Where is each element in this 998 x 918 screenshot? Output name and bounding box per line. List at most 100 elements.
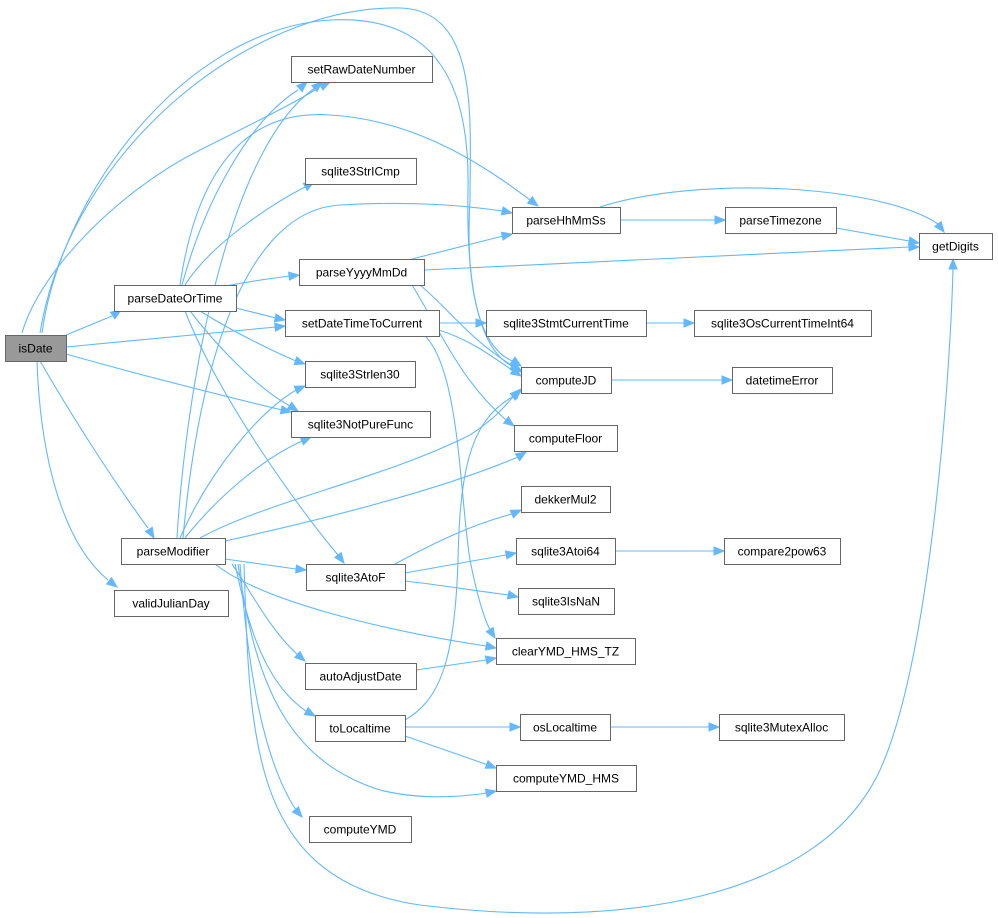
- edge-parseDateOrTime-to-setDateTimeToCurrent: [235, 307, 287, 323]
- node-sqlite3MutexAlloc[interactable]: sqlite3MutexAlloc: [719, 714, 845, 741]
- edge-computeJD-to-datetimeError: [611, 375, 734, 385]
- node-sqlite3StmtCurrentTime[interactable]: sqlite3StmtCurrentTime: [486, 310, 647, 337]
- node-isDate[interactable]: isDate: [5, 335, 67, 362]
- node-label: sqlite3StmtCurrentTime: [503, 317, 629, 331]
- node-label: clearYMD_HMS_TZ: [512, 645, 619, 659]
- edge-setDateTimeToCurrent-to-clearYMD_HMS_TZ: [424, 335, 496, 640]
- node-label: sqlite3NotPureFunc: [308, 418, 413, 432]
- node-label: parseHhMmSs: [526, 214, 605, 228]
- node-label: dekkerMul2: [534, 493, 596, 507]
- edge-parseModifier-to-setRawDateNumber: [176, 81, 324, 539]
- node-label: sqlite3OsCurrentTimeInt64: [711, 317, 854, 331]
- edge-parseHhMmSs-to-parseTimezone: [620, 215, 727, 225]
- edge-parseModifier-to-getDigits: [243, 257, 958, 914]
- edge-parseHhMmSs-to-getDigits: [599, 187, 945, 234]
- edge-parseModifier-to-toLocaltime: [234, 563, 317, 717]
- edge-parseDateOrTime-to-sqlite3NotPureFunc: [189, 310, 300, 412]
- node-computeYMD[interactable]: computeYMD: [309, 816, 412, 843]
- node-compare2pow63[interactable]: compare2pow63: [724, 538, 841, 565]
- node-parseDateOrTime[interactable]: parseDateOrTime: [114, 285, 237, 312]
- edge-osLocaltime-to-sqlite3MutexAlloc: [610, 722, 721, 732]
- node-label: computeJD: [536, 374, 597, 388]
- node-sqlite3OsCurrentTimeInt64[interactable]: sqlite3OsCurrentTimeInt64: [694, 310, 872, 337]
- edge-parseTimezone-to-getDigits: [835, 227, 921, 246]
- edges-layer: [21, 7, 958, 914]
- node-computeFloor[interactable]: computeFloor: [514, 425, 618, 452]
- edge-sqlite3AtoF-to-dekkerMul2: [394, 509, 523, 565]
- edge-isDate-to-sqlite3NotPureFunc: [65, 353, 293, 415]
- node-osLocaltime[interactable]: osLocaltime: [520, 714, 611, 741]
- node-label: autoAdjustDate: [319, 670, 401, 684]
- edge-parseModifier-to-computeYMD_HMS: [237, 563, 498, 798]
- node-parseYyyyMmDd[interactable]: parseYyyyMmDd: [299, 259, 425, 286]
- node-label: getDigits: [932, 240, 979, 254]
- edge-setDateTimeToCurrent-to-sqlite3StmtCurrentTime: [439, 318, 488, 328]
- node-dekkerMul2[interactable]: dekkerMul2: [521, 486, 611, 513]
- node-sqlite3AtoF[interactable]: sqlite3AtoF: [306, 564, 406, 591]
- edge-parseModifier-to-computeFloor: [224, 451, 528, 542]
- node-setDateTimeToCurrent[interactable]: setDateTimeToCurrent: [285, 310, 440, 337]
- node-label: osLocaltime: [533, 721, 597, 735]
- node-parseHhMmSs[interactable]: parseHhMmSs: [512, 207, 621, 234]
- nodes-layer: isDate parseDateOrTime parseModifier validJ…: [5, 56, 993, 843]
- node-sqlite3StrICmp[interactable]: sqlite3StrICmp: [305, 158, 417, 185]
- edge-parseModifier-to-sqlite3Strlen30: [179, 385, 307, 539]
- node-label: sqlite3Strlen30: [320, 368, 400, 382]
- edge-toLocaltime-to-computeYMD_HMS: [404, 735, 498, 769]
- edge-parseDateOrTime-to-sqlite3StrICmp: [184, 181, 316, 286]
- node-label: computeYMD: [324, 823, 397, 837]
- edge-isDate-to-setDateTimeToCurrent: [65, 322, 287, 348]
- node-label: parseModifier: [137, 545, 210, 559]
- edge-toLocaltime-to-osLocaltime: [405, 722, 522, 732]
- edge-isDate-to-parseModifier: [39, 360, 155, 540]
- node-label: computeFloor: [529, 432, 602, 446]
- node-label: setRawDateNumber: [307, 63, 415, 77]
- node-label: sqlite3Atoi64: [531, 545, 600, 559]
- edge-parseDateOrTime-to-sqlite3Strlen30: [199, 310, 307, 366]
- edge-parseModifier-to-sqlite3AtoF: [224, 558, 308, 574]
- node-parseModifier[interactable]: parseModifier: [121, 538, 226, 565]
- edge-parseModifier-to-clearYMD_HMS_TZ: [214, 563, 498, 651]
- node-label: validJulianDay: [132, 597, 209, 611]
- node-label: sqlite3StrICmp: [321, 165, 400, 179]
- edge-sqlite3AtoF-to-sqlite3Atoi64: [404, 550, 518, 574]
- node-parseTimezone[interactable]: parseTimezone: [725, 207, 837, 234]
- node-label: isDate: [18, 342, 52, 356]
- node-sqlite3IsNaN[interactable]: sqlite3IsNaN: [518, 588, 615, 615]
- node-label: datetimeError: [746, 374, 819, 388]
- node-label: toLocaltime: [329, 722, 391, 736]
- edge-parseYyyyMmDd-to-computeFloor: [411, 284, 516, 427]
- node-clearYMD_HMS_TZ[interactable]: clearYMD_HMS_TZ: [496, 638, 636, 665]
- edge-sqlite3Atoi64-to-compare2pow63: [615, 546, 726, 556]
- edge-parseModifier-to-sqlite3NotPureFunc: [184, 436, 313, 539]
- node-sqlite3Atoi64[interactable]: sqlite3Atoi64: [516, 538, 616, 565]
- edge-isDate-to-validJulianDay: [36, 360, 119, 588]
- node-toLocaltime[interactable]: toLocaltime: [315, 715, 406, 742]
- node-getDigits[interactable]: getDigits: [919, 233, 993, 260]
- edge-isDate-to-parseDateOrTime: [65, 309, 123, 336]
- edge-parseModifier-to-computeYMD: [239, 563, 303, 819]
- node-sqlite3NotPureFunc[interactable]: sqlite3NotPureFunc: [291, 411, 431, 438]
- edge-parseDateOrTime-to-parseHhMmSs: [179, 114, 540, 286]
- edge-sqlite3StmtCurrentTime-to-sqlite3OsCurrentTimeInt64: [646, 318, 696, 328]
- node-label: sqlite3MutexAlloc: [735, 721, 828, 735]
- edge-parseModifier-to-parseHhMmSs: [182, 202, 514, 539]
- edge-sqlite3AtoF-to-sqlite3IsNaN: [404, 580, 520, 600]
- node-label: parseYyyyMmDd: [316, 266, 407, 280]
- edge-setDateTimeToCurrent-to-computeJD: [438, 329, 523, 377]
- edge-parseDateOrTime-to-sqlite3AtoF: [184, 310, 345, 565]
- node-computeJD[interactable]: computeJD: [521, 367, 612, 394]
- node-computeYMD_HMS[interactable]: computeYMD_HMS: [496, 765, 637, 792]
- node-label: parseTimezone: [739, 214, 822, 228]
- edge-parseDateOrTime-to-setRawDateNumber: [181, 81, 309, 286]
- node-autoAdjustDate[interactable]: autoAdjustDate: [305, 663, 417, 690]
- node-label: compare2pow63: [738, 545, 827, 559]
- node-setRawDateNumber[interactable]: setRawDateNumber: [291, 56, 433, 83]
- node-datetimeError[interactable]: datetimeError: [732, 367, 833, 394]
- edge-parseYyyyMmDd-to-getDigits: [423, 242, 921, 271]
- node-validJulianDay[interactable]: validJulianDay: [114, 590, 229, 617]
- node-sqlite3Strlen30[interactable]: sqlite3Strlen30: [305, 361, 416, 388]
- edge-parseYyyyMmDd-to-parseHhMmSs: [411, 231, 514, 260]
- node-label: sqlite3AtoF: [325, 571, 385, 585]
